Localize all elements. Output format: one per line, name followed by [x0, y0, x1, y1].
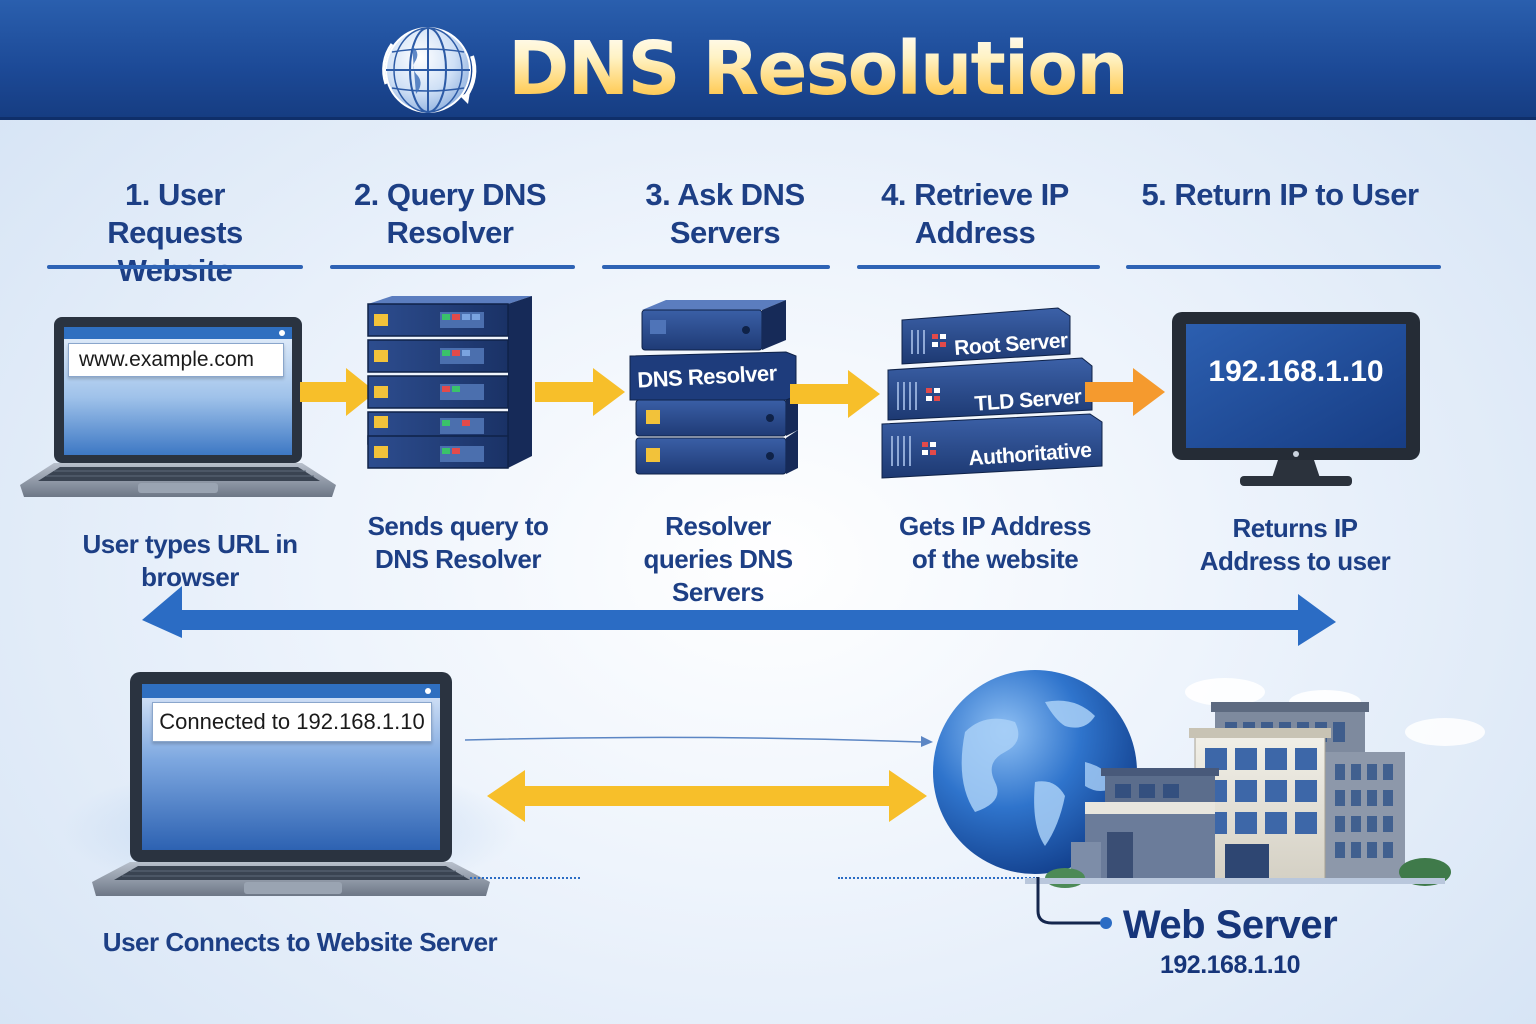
step-3-title: 3. Ask DNS Servers	[645, 177, 805, 250]
arrow-right-icon	[300, 368, 376, 416]
web-server-label: Web Server	[1122, 903, 1338, 947]
web-server-building-icon	[933, 670, 1485, 888]
step-4-rule	[857, 265, 1100, 269]
arrow-right-icon	[790, 370, 880, 418]
step-2-description: Sends query to DNS Resolver	[367, 511, 549, 574]
monitor-icon	[1172, 312, 1420, 486]
dns-resolver-stack-icon	[629, 300, 798, 475]
server-rack-icon	[367, 296, 532, 469]
header-banner: DNS Resolution	[0, 0, 1536, 120]
connection-caption: User Connects to Website Server	[102, 927, 498, 957]
globe-icon	[382, 27, 477, 113]
arrow-right-icon	[1085, 368, 1165, 416]
arrow-right-icon	[535, 368, 625, 416]
step-1-rule	[47, 265, 303, 269]
monitor-ip-text: 192.168.1.10	[1208, 355, 1384, 388]
step-2-title: 2. Query DNS Resolver	[353, 177, 547, 250]
web-server-ip: 192.168.1.10	[1160, 951, 1300, 979]
step-4-description: Gets IP Address of the website	[899, 511, 1091, 574]
step-4-title: 4. Retrieve IP Address	[881, 177, 1069, 250]
laptop-url-bar[interactable]: www.example.com	[68, 343, 284, 377]
connector-line	[464, 736, 933, 747]
page-title: DNS Resolution	[508, 26, 1129, 116]
connected-status-bar: Connected to 192.168.1.10	[152, 702, 432, 742]
dns-server-stack-icon	[881, 307, 1103, 479]
step-2-rule	[330, 265, 575, 269]
bidirectional-arrow	[487, 770, 927, 822]
laptop-url-text: www.example.com	[79, 348, 255, 371]
step-1-description: User types URL in browser	[82, 529, 298, 592]
web-server-connector	[1036, 877, 1112, 929]
step-5-title: 5. Return IP to User	[1141, 177, 1419, 212]
step-3-description: Resolver queries DNS Servers	[643, 511, 793, 607]
step-5-rule	[1126, 265, 1441, 269]
step-1-title: 1. User Requests Website	[107, 177, 243, 288]
return-flow-arrow	[142, 586, 1336, 646]
step-3-rule	[602, 265, 830, 269]
connected-status-text: Connected to 192.168.1.10	[159, 709, 425, 734]
dotted-line-left	[470, 877, 580, 879]
step-5-description: Returns IP Address to user	[1199, 513, 1391, 576]
dotted-line-right	[838, 877, 1038, 879]
